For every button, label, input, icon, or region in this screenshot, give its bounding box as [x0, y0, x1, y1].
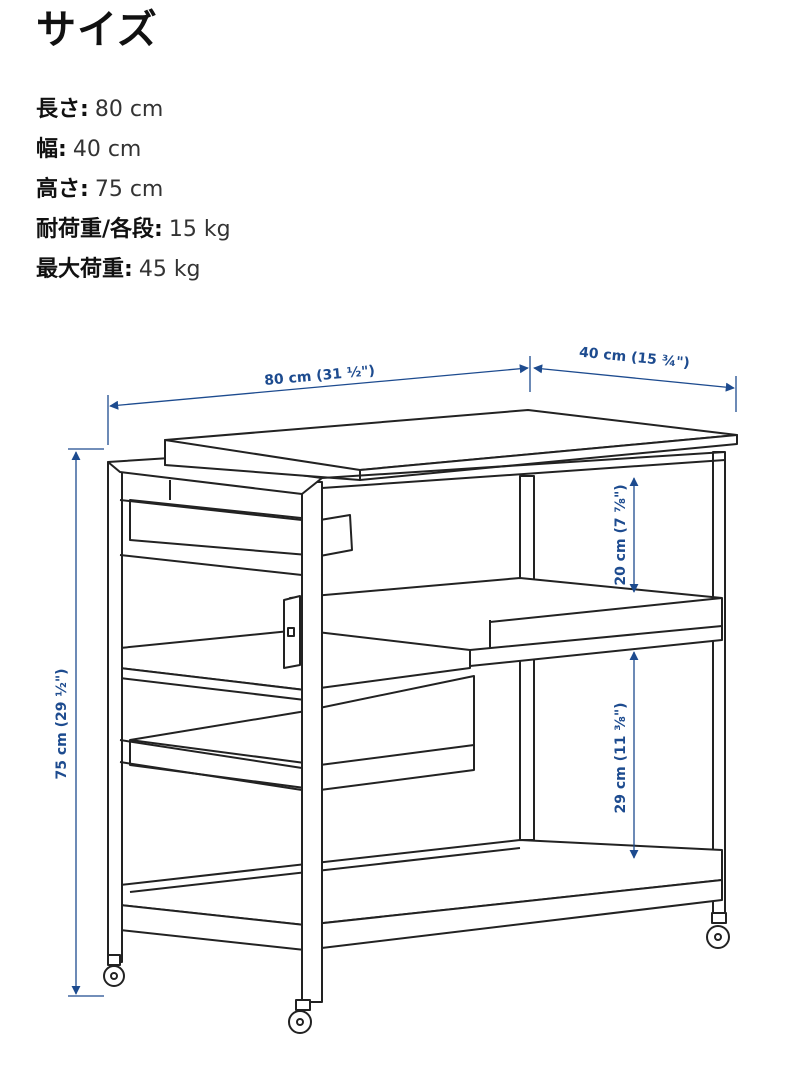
pull-out-tray	[119, 595, 471, 701]
spec-list: 長さ:80 cm 幅:40 cm 高さ:75 cm 耐荷重/各段:15 kg 最…	[36, 90, 231, 290]
height-label: 75 cm (29 ½")	[54, 668, 70, 779]
lower-gap-label: 29 cm (11 ⅜")	[613, 702, 629, 813]
spec-label: 長さ	[36, 97, 81, 122]
depth-dimension-line	[533, 364, 735, 392]
spec-value: 80 cm	[94, 97, 164, 122]
spec-label: 最大荷重	[36, 257, 125, 282]
spec-value: 40 cm	[72, 137, 142, 162]
spec-row-load-per-shelf: 耐荷重/各段:15 kg	[36, 210, 231, 250]
spec-row-length: 長さ:80 cm	[36, 90, 231, 130]
top-board	[164, 409, 738, 489]
depth-label: 40 cm (15 ¾")	[578, 345, 690, 372]
spec-colon: :	[124, 257, 133, 282]
spec-label: 耐荷重/各段	[36, 217, 155, 242]
spec-row-max-load: 最大荷重:45 kg	[36, 250, 231, 290]
spec-colon: :	[80, 97, 89, 122]
upper-gap-label: 20 cm (7 ⅞")	[613, 484, 629, 585]
spec-label: 幅	[36, 137, 59, 162]
trolley-drawing	[103, 409, 738, 1034]
spec-value: 15 kg	[168, 217, 231, 242]
spec-row-height: 高さ:75 cm	[36, 170, 231, 210]
width-dimension-line	[109, 364, 529, 410]
spec-label: 高さ	[36, 177, 81, 202]
spec-value: 75 cm	[94, 177, 164, 202]
kitchen-trolley-dimension-diagram: 80 cm (31 ½") 40 cm (15 ¾") 75 cm (29 ½"…	[54, 345, 738, 1034]
width-label: 80 cm (31 ½")	[264, 363, 376, 389]
bottom-shelf	[119, 839, 723, 951]
dimension-lines	[68, 356, 737, 997]
spec-colon: :	[154, 217, 163, 242]
page-title: サイズ	[36, 7, 158, 53]
spec-value: 45 kg	[138, 257, 201, 282]
front-frame	[107, 457, 323, 1003]
spec-row-width: 幅:40 cm	[36, 130, 231, 170]
spec-colon: :	[80, 177, 89, 202]
casters	[103, 912, 730, 1034]
spec-colon: :	[58, 137, 67, 162]
